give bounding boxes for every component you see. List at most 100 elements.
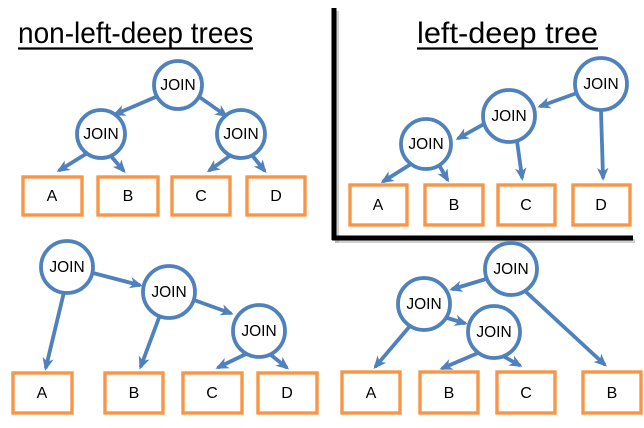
leaf-box: B [581,370,643,415]
join-node: JOIN [141,264,197,320]
edge-arrow [206,153,233,173]
join-node: JOIN [396,276,452,332]
edge-arrow [437,163,449,183]
leaf-box: B [423,183,485,227]
leaf-box: A [340,370,402,415]
edge-arrow [501,354,523,367]
edge-arrow [439,351,480,370]
join-node-circle [215,108,267,160]
edge-arrow [108,153,126,173]
join-node-circle [481,88,537,144]
join-node-label: JOIN [223,126,258,143]
join-node-circle [39,239,95,295]
leaf-label: B [444,385,455,402]
edge-arrow [192,298,234,316]
join-node-circle [141,264,197,320]
join-node-label: JOIN [583,76,618,93]
leaf-rect [495,370,557,415]
edge-arrow [455,122,486,140]
leaf-box: B [103,371,165,415]
leaf-label: B [129,385,140,402]
leaf-label: B [607,385,618,402]
leaf-rect [170,175,232,217]
join-node-label: JOIN [476,324,511,341]
leaf-label: A [366,385,377,402]
leaf-rect [21,175,84,217]
leaf-rect [348,183,409,227]
edge-arrow [112,94,160,116]
leaf-box: D [256,371,319,415]
join-node: JOIN [573,56,629,112]
leaf-label: A [37,385,48,402]
leaf-rect [496,183,557,227]
leaf-rect [340,370,402,415]
edge-arrow [56,150,91,173]
edge-arrow [523,289,607,367]
join-node-label: JOIN [491,108,526,125]
leaf-label: D [595,197,607,214]
join-node: JOIN [466,304,522,360]
join-node-label: JOIN [160,77,195,94]
leaf-label: B [123,188,134,205]
edge-arrow [42,290,66,371]
leaf-rect [418,370,480,415]
join-node: JOIN [231,303,287,359]
leaf-rect [581,370,643,415]
join-node-label: JOIN [49,259,84,276]
leaf-label: B [449,197,460,214]
join-node: JOIN [399,117,453,171]
leaf-label: A [47,188,58,205]
join-node-label: JOIN [241,323,276,340]
leaf-label: D [270,188,282,205]
join-node-label: JOIN [406,296,441,313]
leaf-rect [96,175,160,217]
leaf-box: B [96,175,160,217]
edge-arrow [597,109,609,181]
leaf-label: C [520,197,532,214]
join-node-circle [466,304,522,360]
join-node-circle [396,276,452,332]
edge-arrow [380,162,413,184]
edge-arrow [449,277,488,292]
leaf-rect [103,371,165,415]
leaf-label: C [195,188,207,205]
join-node-circle [152,59,204,111]
leaf-label: D [281,385,293,402]
tree-right-deep: JOIN JOIN JOIN A B C D [11,239,319,415]
join-node: JOIN [215,108,267,160]
leaf-rect [571,183,632,227]
edge-arrow [269,353,290,370]
leaf-box: A [21,175,84,217]
leaf-box: A [348,183,409,227]
tree-balanced: JOIN JOIN JOIN A B C D [21,59,307,217]
leaf-box: D [245,175,307,217]
leaf-box: A [11,371,74,415]
leaf-rect [11,371,74,415]
edge-arrow [138,313,162,370]
join-node: JOIN [39,239,95,295]
leaf-rect [181,371,244,415]
join-node: JOIN [483,241,539,297]
edge-arrow [91,271,143,289]
edge-arrow [537,91,579,109]
leaf-box: D [571,183,632,227]
section-title-non-left-deep: non-left-deep trees [18,17,253,50]
join-node-circle [231,303,287,359]
join-node-circle [399,117,453,171]
leaf-box: B [418,370,480,415]
leaf-box: C [495,370,557,415]
edge-arrow [373,324,412,369]
join-node-label: JOIN [408,136,443,153]
section-title-left-deep: left-deep tree [417,17,598,50]
leaf-box: C [181,371,244,415]
join-node: JOIN [152,59,204,111]
leaf-rect [245,175,307,217]
leaf-box: C [496,183,557,227]
join-node-circle [483,241,539,297]
leaf-rect [256,371,319,415]
tree-left-deep: JOIN JOIN JOIN A B C D [348,56,632,227]
join-node-circle [75,108,127,160]
edge-arrow [515,139,527,181]
